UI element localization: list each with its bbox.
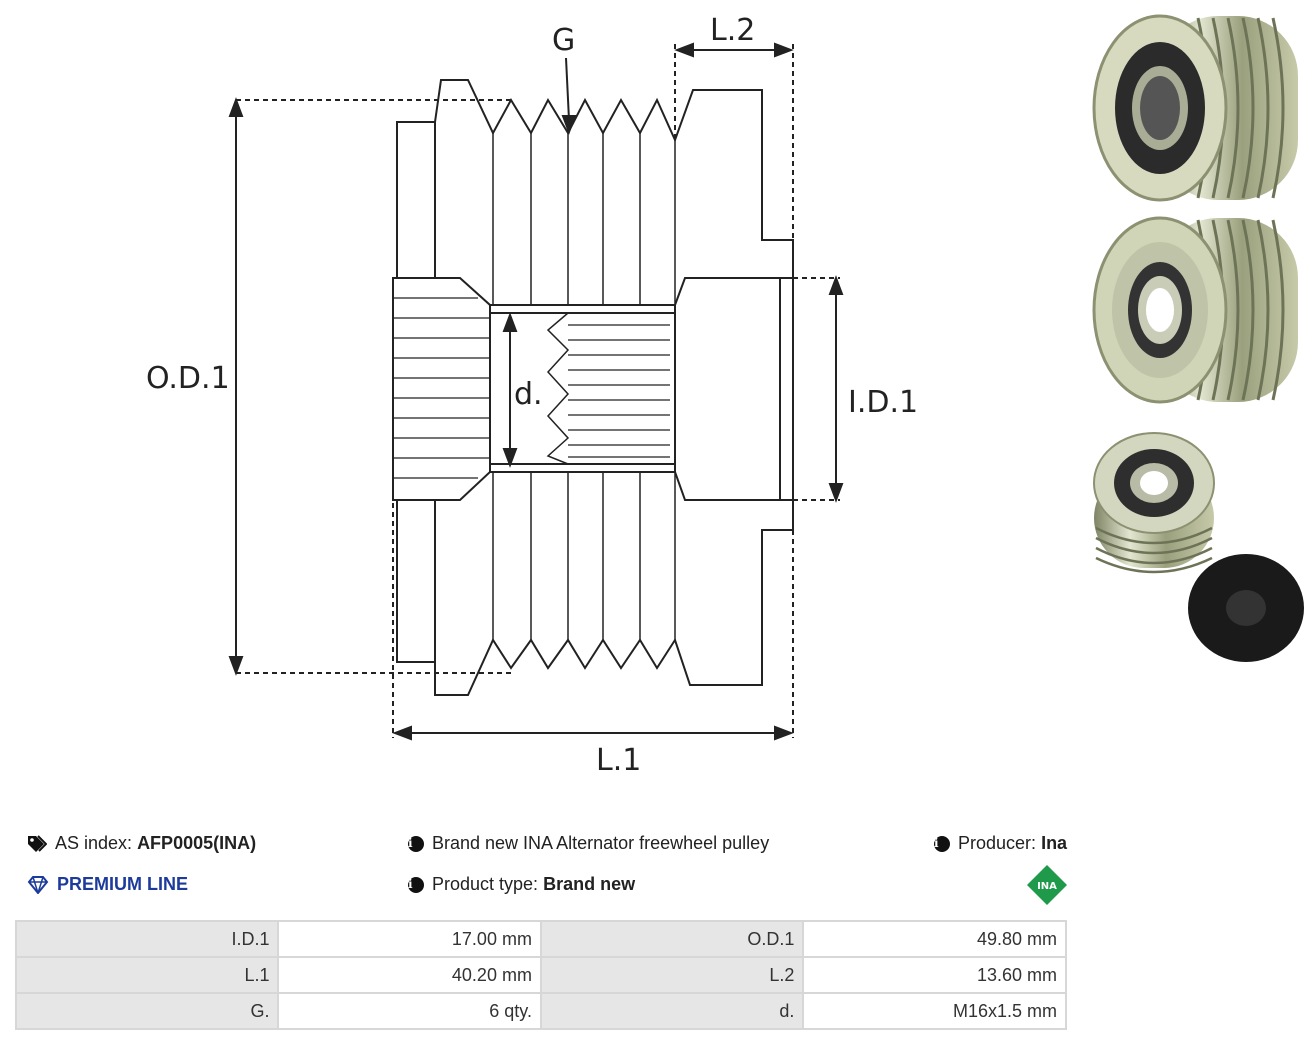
spec-value: 13.60 mm: [804, 958, 1065, 992]
spec-value: 17.00 mm: [279, 922, 540, 956]
spec-key: I.D.1: [17, 922, 278, 956]
spec-key: d.: [541, 994, 803, 1028]
pulley-photo-back: [1092, 216, 1298, 404]
info-icon: i: [934, 835, 950, 852]
ina-logo-text: INA: [1037, 881, 1057, 892]
producer: i Producer: Ina: [934, 833, 1067, 854]
as-index-label: AS index:: [55, 833, 133, 853]
spline-lines: [393, 297, 490, 479]
label-g: G: [552, 23, 575, 58]
product-description: i Brand new INA Alternator freewheel pul…: [408, 833, 769, 854]
info-icon: i: [408, 876, 424, 893]
product-type-label: Product type:: [432, 874, 539, 894]
table-row: G. 6 qty. d. M16x1.5 mm: [17, 994, 1065, 1028]
label-l2: L.2: [710, 13, 755, 48]
spec-key: G.: [17, 994, 278, 1028]
spec-value: 49.80 mm: [804, 922, 1065, 956]
product-type: i Product type: Brand new: [408, 874, 635, 895]
spec-table: I.D.1 17.00 mm O.D.1 49.80 mm L.1 40.20 …: [15, 920, 1067, 1030]
info-icon: i: [408, 835, 424, 852]
diamond-icon: [27, 875, 49, 894]
spec-value: M16x1.5 mm: [804, 994, 1065, 1028]
table-row: L.1 40.20 mm L.2 13.60 mm: [17, 958, 1065, 992]
thread-zigzag: [546, 312, 570, 465]
label-l1: L.1: [596, 743, 641, 778]
ina-logo: INA: [1027, 865, 1067, 905]
label-d: d.: [514, 377, 543, 412]
premium-line-label: PREMIUM LINE: [57, 874, 189, 894]
producer-label: Producer:: [958, 833, 1037, 853]
spec-key: L.1: [17, 958, 278, 992]
spec-key: L.2: [541, 958, 803, 992]
as-index: AS index: AFP0005(INA): [27, 833, 256, 854]
description-text: Brand new INA Alternator freewheel pulle…: [432, 833, 770, 853]
spec-value: 6 qty.: [279, 994, 540, 1028]
spec-key: O.D.1: [541, 922, 803, 956]
pulley-diagram: G L.2 O.D.1 I.D.1 d. L.1: [146, 13, 918, 778]
label-od1: O.D.1: [146, 361, 230, 396]
table-row: I.D.1 17.00 mm O.D.1 49.80 mm: [17, 922, 1065, 956]
thread-lines: [568, 324, 670, 458]
product-type-value: Brand new: [543, 874, 636, 894]
as-index-value: AFP0005(INA): [137, 833, 257, 853]
spline-hub: [392, 277, 491, 501]
pulley-photo-front: [1092, 14, 1298, 202]
groove-lines: [492, 133, 676, 640]
spec-value: 40.20 mm: [279, 958, 540, 992]
tags-icon: [28, 834, 47, 852]
producer-value: Ina: [1041, 833, 1068, 853]
premium-line: PREMIUM LINE: [27, 874, 188, 895]
pulley-photo-angle: [1093, 432, 1304, 662]
right-hub: [674, 277, 794, 501]
label-id1: I.D.1: [848, 385, 918, 420]
